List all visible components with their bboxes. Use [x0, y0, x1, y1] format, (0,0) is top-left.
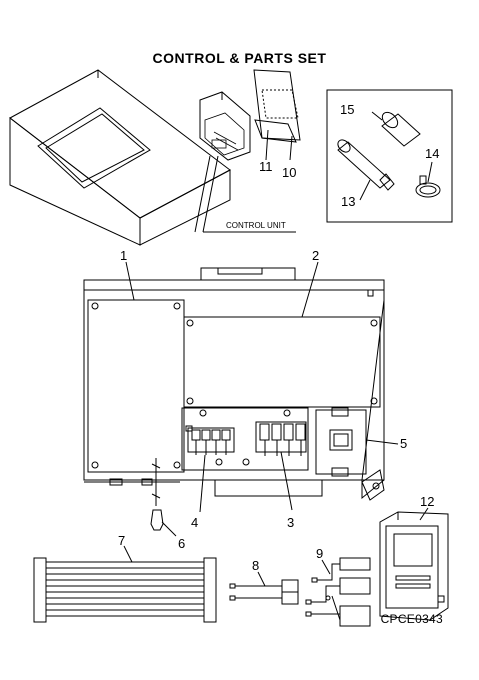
diagram-title: CONTROL & PARTS SET — [152, 50, 327, 66]
leader-9 — [321, 559, 331, 575]
callout-4: 4 — [191, 515, 198, 530]
leader-12 — [419, 507, 429, 521]
callout-9: 9 — [316, 546, 323, 561]
part-2-pcb — [183, 316, 381, 408]
leader-14 — [427, 161, 433, 183]
callout-2: 2 — [312, 248, 319, 263]
part-8-connector-cable — [229, 579, 299, 605]
leader-4 — [199, 454, 206, 513]
drawing-reference: CPCE0343 — [380, 612, 443, 626]
leader-5 — [365, 439, 399, 445]
terminal-plate — [181, 407, 309, 471]
part-4-terminal-block — [185, 425, 235, 455]
leader-8 — [257, 571, 266, 587]
part-1-pcb — [87, 299, 185, 473]
control-box-panel — [83, 267, 385, 500]
callout-1: 1 — [120, 248, 127, 263]
control-unit-box — [199, 91, 251, 161]
part-5-transformer — [315, 407, 367, 477]
callout-12: 12 — [420, 494, 434, 509]
control-unit-leader — [194, 155, 296, 233]
callout-10: 10 — [282, 165, 296, 180]
part-9-wiring-set — [305, 557, 371, 627]
indoor-unit-drawing — [9, 69, 231, 246]
part-7-wiring-harness — [33, 557, 217, 623]
part-13-drain-hose — [337, 139, 395, 191]
part-12-remote-controller — [379, 511, 449, 621]
part-15-sleeve — [381, 111, 421, 147]
control-unit-label: CONTROL UNIT — [226, 221, 286, 230]
callout-5: 5 — [400, 436, 407, 451]
callout-3: 3 — [287, 515, 294, 530]
callout-13: 13 — [341, 194, 355, 209]
callout-7: 7 — [118, 533, 125, 548]
callout-11: 11 — [259, 159, 273, 174]
leader-1 — [125, 261, 135, 301]
part-6-thermistor — [84, 458, 180, 531]
leader-3 — [280, 451, 293, 511]
mounting-bracket — [361, 469, 385, 501]
part-14-hose-band — [415, 175, 441, 198]
leader-2 — [301, 261, 319, 318]
leader-15 — [371, 111, 383, 121]
leader-7 — [123, 545, 133, 563]
leader-6 — [161, 521, 177, 537]
accessory-inset-box — [326, 89, 453, 223]
part-10-11-drawing — [253, 69, 301, 161]
callout-14: 14 — [425, 146, 439, 161]
leader-13 — [359, 179, 371, 201]
callout-15: 15 — [340, 102, 354, 117]
part-3-terminal-block — [255, 421, 307, 456]
callout-8: 8 — [252, 558, 259, 573]
callout-6: 6 — [178, 536, 185, 551]
